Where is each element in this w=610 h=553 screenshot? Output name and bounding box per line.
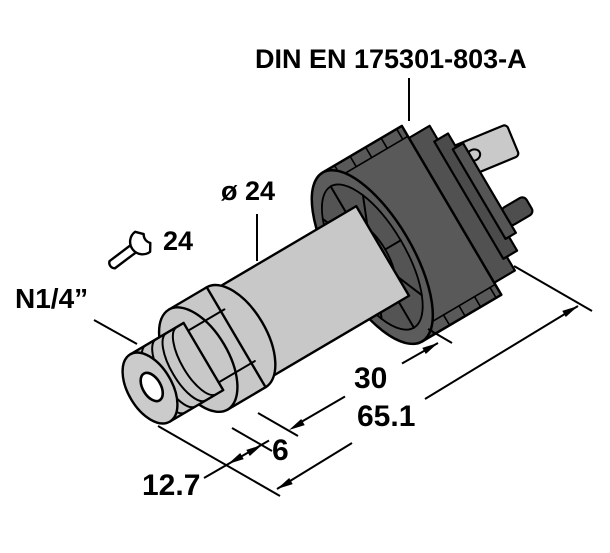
- dimension-6-label: 6: [272, 434, 289, 467]
- connector-back-flange: [404, 124, 519, 286]
- leader-process-connection: [93, 319, 138, 345]
- dimension-30-label: 30: [354, 362, 388, 395]
- extension-lines: [157, 265, 593, 497]
- leader-lines: [93, 78, 410, 345]
- dimension-arrows: [228, 306, 578, 489]
- wrench-icon: [108, 230, 152, 270]
- pressure-port: [121, 321, 225, 425]
- dimension-12-7-label: 12.7: [142, 469, 201, 502]
- wrench-size-label: 24: [163, 226, 194, 256]
- port-bore-hole: [139, 371, 165, 403]
- pressure-transmitter: [121, 124, 534, 425]
- dimension-65-1-label: 65.1: [357, 400, 416, 433]
- connector-standard-label: DIN EN 175301-803-A: [255, 44, 527, 74]
- body-diameter-label: ø 24: [221, 176, 276, 206]
- process-connection-label: N1/4”: [15, 283, 89, 314]
